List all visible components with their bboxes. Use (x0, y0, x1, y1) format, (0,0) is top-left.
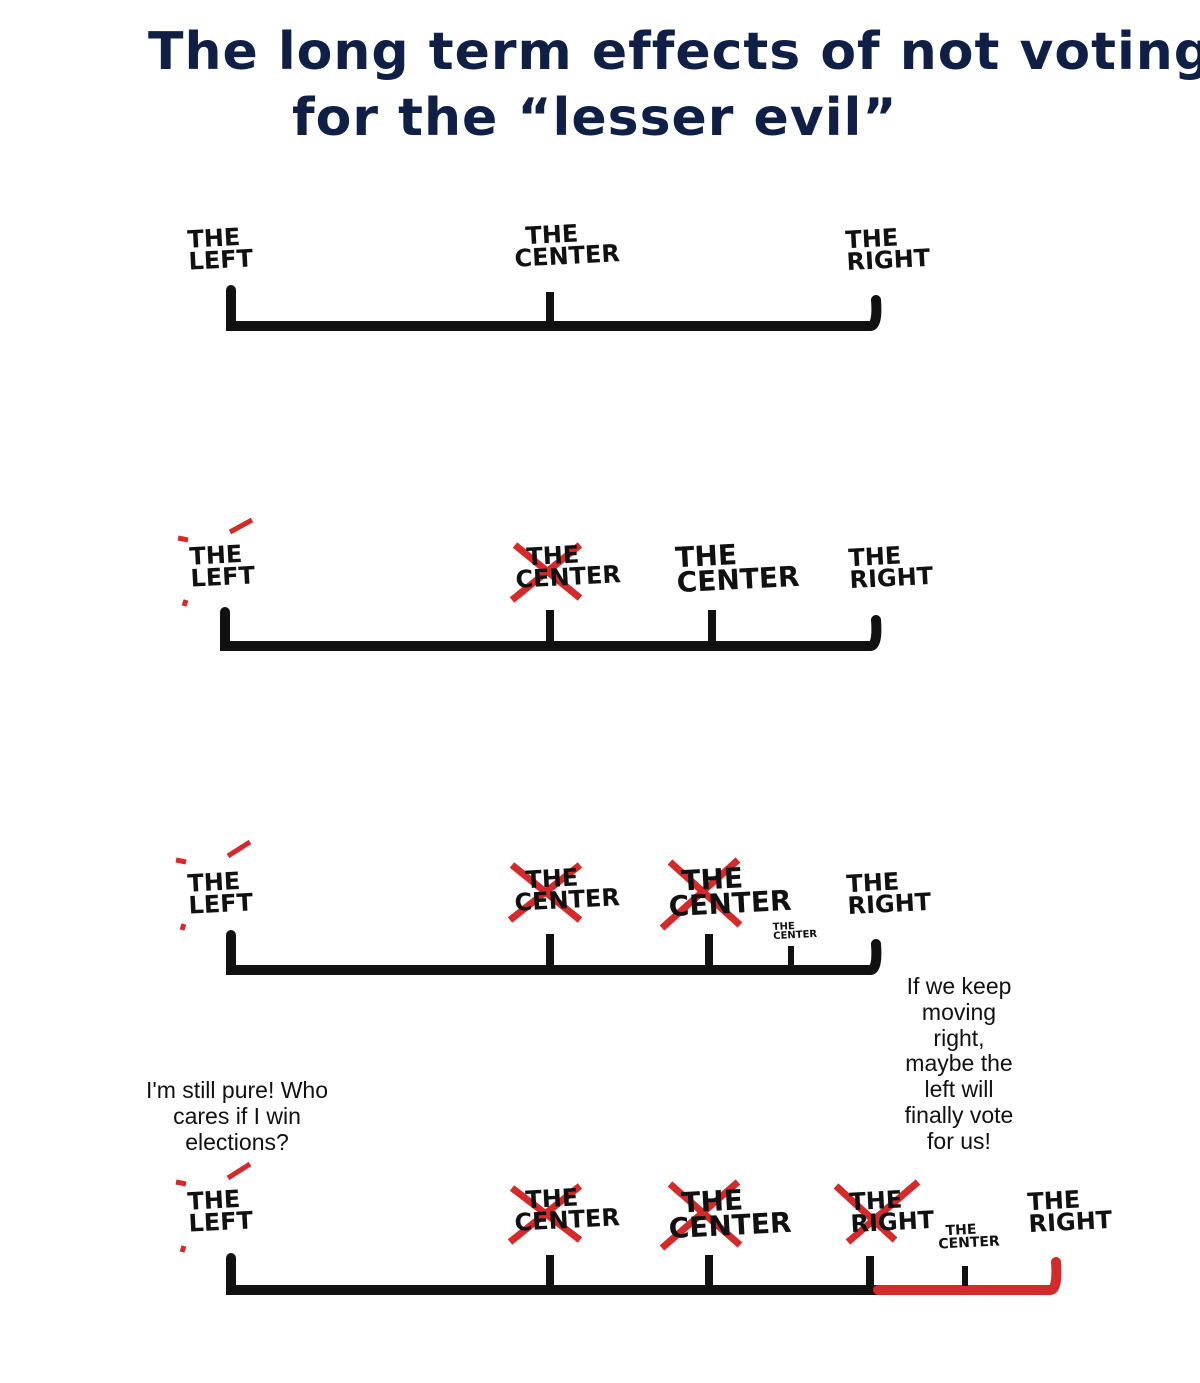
title-line-1: The long term effects of not voting (148, 22, 1200, 82)
center-voter-speech: If we keep moving right, maybe the left … (904, 973, 1014, 1154)
extended-segment (873, 1257, 1062, 1295)
title-line-2: for the “lesser evil” (292, 88, 898, 148)
spectrum-line (226, 285, 882, 331)
spectrum-line (220, 607, 882, 651)
spectrum-line (226, 1253, 883, 1295)
left-voter-speech: I'm still pure! Who cares if I win elect… (145, 1077, 329, 1155)
